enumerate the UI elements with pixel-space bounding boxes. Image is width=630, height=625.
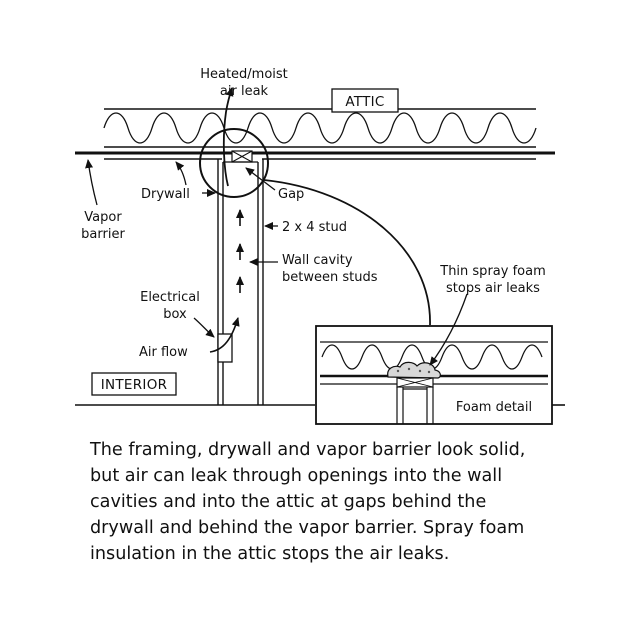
air-leak-arrow: [222, 87, 234, 187]
label-thin-spray-foam: Thin spray foam: [439, 264, 546, 279]
label-heated-moist: Heated/moist: [200, 67, 288, 82]
leader-arrows: [85, 159, 468, 366]
detail-circle: [199, 128, 269, 198]
interior-label-box: [91, 372, 177, 396]
label-wall-cavity: Wall cavity: [282, 253, 353, 268]
caption: The framing, drywall and vapor barrier l…: [90, 437, 560, 567]
attic-insulation: [103, 108, 537, 148]
label-barrier: barrier: [81, 227, 125, 242]
caption-line-4: drywall and behind the vapor barrier. Sp…: [90, 518, 525, 538]
label-foam-detail: Foam detail: [456, 400, 532, 415]
ceiling-drywall: [75, 151, 555, 160]
label-stud: 2 x 4 stud: [282, 220, 347, 235]
air-flow-arrows: [209, 209, 244, 353]
caption-line-5: insulation in the attic stops the air le…: [90, 544, 450, 564]
foam-detail-box: [315, 325, 553, 425]
label-box: box: [163, 307, 187, 322]
label-air-leak: air leak: [220, 84, 269, 99]
label-gap: Gap: [278, 187, 304, 202]
caption-line-1: The framing, drywall and vapor barrier l…: [90, 440, 526, 460]
top-plate-block: [231, 150, 253, 163]
attic-label: ATTIC: [345, 94, 384, 110]
wall-section: [217, 159, 264, 405]
label-drywall: Drywall: [141, 187, 190, 202]
interior-label: INTERIOR: [101, 377, 168, 393]
attic-label-box: [331, 88, 399, 113]
caption-line-2: but air can leak through openings into t…: [90, 466, 503, 486]
label-stops-air-leaks: stops air leaks: [446, 281, 540, 296]
label-vapor: Vapor: [84, 210, 122, 225]
label-between-studs: between studs: [282, 270, 378, 285]
detail-connector: [263, 179, 431, 326]
label-air-flow: Air flow: [139, 345, 188, 360]
label-electrical: Electrical: [140, 290, 200, 305]
caption-line-3: cavities and into the attic at gaps behi…: [90, 492, 487, 512]
